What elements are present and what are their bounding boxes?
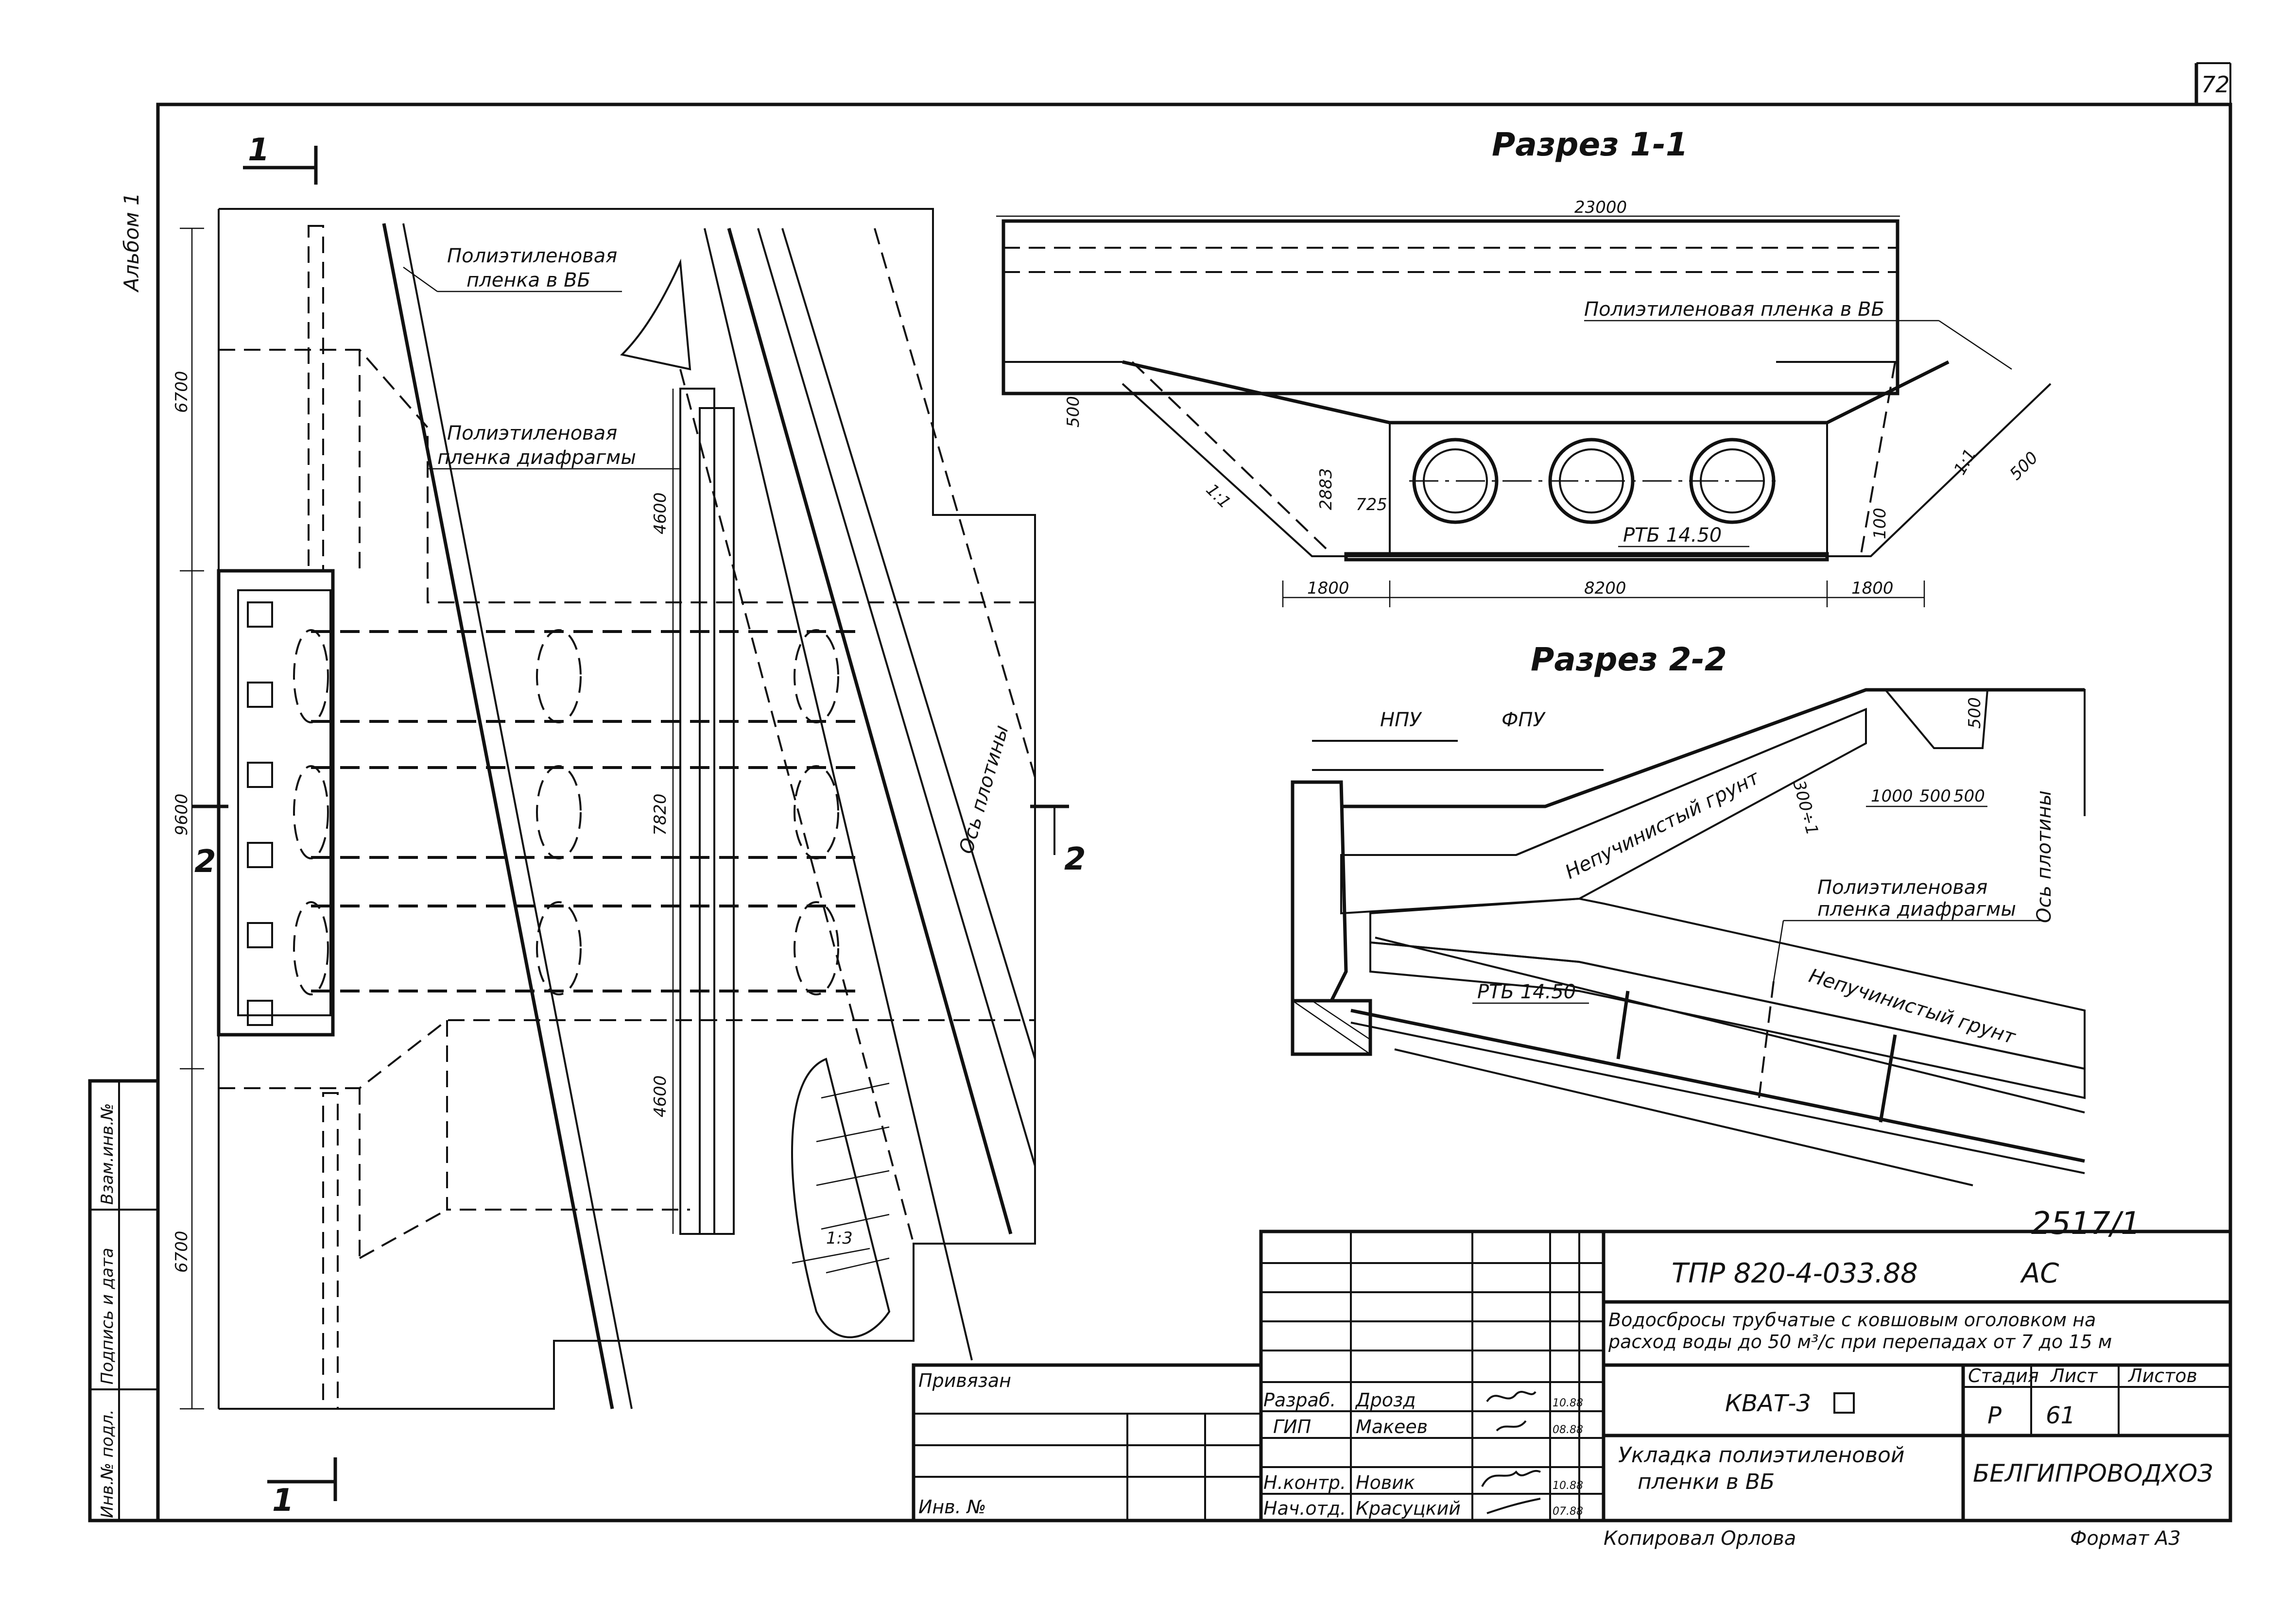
section-2-2-film-2: пленка диафрагмы [1817,898,2016,921]
name-razrab: Дрозд [1355,1389,1416,1411]
plan-film-vb-1: Полиэтиленовая [447,245,617,267]
side-stamp: Инв.№ подл. Подпись и дата Взам.инв.№ [88,1079,160,1522]
name-gip: Макеев [1356,1416,1428,1437]
stamp-inv-podl: Инв.№ подл. [98,1409,117,1518]
svg-text:1: 1 [272,1483,294,1519]
inv-no-label: Инв. № [918,1496,986,1518]
stage-value: Р [1987,1402,2002,1429]
name-nachotd: Красуцкий [1356,1498,1461,1519]
dim-1800-left: 1800 [1307,579,1349,598]
section-2-2-dam-axis: Ось плотины [2033,790,2055,923]
date-razrab: 10.88 [1553,1397,1583,1409]
dim-1800-right: 1800 [1851,579,1894,598]
cut-2-2-marks: 2 2 [192,804,1086,880]
plan-film-diaphragm-2: пленка диафрагмы [437,446,636,469]
section-1-1-title: Разрез 1-1 [1492,126,1688,163]
dim-4600-bottom: 4600 [651,1075,670,1117]
signature-gip [1496,1420,1527,1432]
dim-6700-top: 6700 [172,371,191,413]
dim-h2883: 2883 [1316,468,1336,510]
slope-left: 1:1 [1202,480,1235,513]
signature-razrab [1486,1391,1536,1402]
dim-s500: 500 [2006,448,2042,484]
date-nkontr: 10.88 [1553,1480,1583,1492]
doc-mark: АС [2020,1258,2059,1289]
sheet-header: Лист [2050,1365,2098,1386]
plan-view: 1 1 2 2 6700 9600 6700 4600 7820 4600 По… [172,132,1086,1519]
section-2-2-title: Разрез 2-2 [1531,641,1727,678]
name-nkontr: Новик [1356,1472,1415,1493]
dim-500a: 500 [1919,786,1951,806]
organization: БЕЛГИПРОВОДХОЗ [1973,1459,2213,1487]
dim-w725: 725 [1356,495,1387,514]
sheet-value: 61 [2046,1402,2075,1429]
drawing-title-2: пленки в ВБ [1638,1470,1775,1494]
plan-film-vb-2: пленка в ВБ [466,269,590,291]
dim-9600: 9600 [172,793,191,836]
drawing-title-1: Укладка полиэтиленовой [1618,1443,1905,1468]
description-line-1: Водосбросы трубчатые с ковшовым оголовко… [1608,1309,2096,1331]
soil-lower-label: Непучинистый грунт [1806,965,2019,1049]
pipes-section-1-1 [1409,438,1778,524]
soil-upper-label: Непучинистый грунт [1562,766,1764,884]
section-1-1: Разрез 1-1 23000 500 2883 725 1:1 1:1 50… [996,126,2052,607]
role-gip: ГИП [1273,1416,1311,1437]
svg-text:1: 1 [248,132,270,168]
stage-header: Стадия [1968,1365,2039,1386]
signature-nachotd [1486,1498,1541,1514]
dim-4600-top: 4600 [651,492,670,534]
headwall-blocks [247,601,273,1026]
signature-nkontr [1481,1470,1541,1487]
stamp-sign-date: Подпись и дата [98,1248,117,1385]
archive-number: 2517/1 [2031,1206,2141,1242]
svg-text:2: 2 [1064,841,1086,877]
description-line-2: расход воды до 50 м³/с при перепадах от … [1608,1331,2112,1352]
section-2-2-pipe-label: РТБ 14.50 [1477,981,1576,1003]
role-razrab: Разраб. [1263,1389,1336,1411]
slope-right: 1:1 [1950,445,1980,478]
dim-h500: 500 [1064,396,1083,427]
dim-2-2-500: 500 [1965,697,1985,729]
dim-23000: 23000 [1574,198,1627,217]
fpu-label: ФПУ [1502,709,1546,731]
dim-h100: 100 [1870,508,1890,539]
title-block: Привязан Инв. № Разраб. Дрозд 10.88 ГИП … [912,1230,2232,1522]
npu-label: НПУ [1380,709,1422,731]
plan-dam-axis: Ось плотины [955,723,1013,856]
role-nachotd: Нач.отд. [1263,1498,1346,1519]
drawing-code-box [1833,1392,1855,1414]
section-1-1-pipe-label: РТБ 14.50 [1623,524,1722,547]
sheet-number: 72 [2201,71,2230,98]
album-label: Альбом 1 [120,192,143,293]
dim-8200: 8200 [1584,579,1626,598]
dim-300: 300÷1 [1789,778,1822,837]
pipes-plan [293,629,865,995]
stamp-vzam-inv: Взам.инв.№ [98,1103,117,1205]
svg-text:2: 2 [194,844,216,880]
plan-film-diaphragm-1: Полиэтиленовая [447,422,617,444]
dim-7820: 7820 [651,793,670,836]
dim-6700-bottom: 6700 [172,1231,191,1273]
privyazan-label: Привязан [918,1370,1011,1391]
doc-code: ТПР 820-4-033.88 [1672,1258,1918,1289]
dim-500b: 500 [1953,786,1985,806]
section-2-2-film-1: Полиэтиленовая [1817,876,1987,899]
date-nachotd: 07.88 [1553,1505,1583,1518]
drawing-code: КВАТ-3 [1725,1390,1811,1417]
section-1-1-film-label: Полиэтиленовая пленка в ВБ [1584,298,1884,321]
dim-1000: 1000 [1871,786,1913,806]
copied-by: Копировал Орлова [1604,1527,1796,1550]
role-nkontr: Н.контр. [1263,1472,1346,1493]
date-gip: 08.88 [1553,1424,1583,1436]
cut-1-1-marks: 1 1 [243,132,337,1519]
plan-slope: 1:3 [826,1229,853,1248]
section-2-2: Разрез 2-2 НПУ ФПУ Непучинистый грунт Не… [1291,641,2086,1186]
sheets-header: Листов [2127,1365,2197,1386]
format-label: Формат A3 [2070,1527,2181,1550]
